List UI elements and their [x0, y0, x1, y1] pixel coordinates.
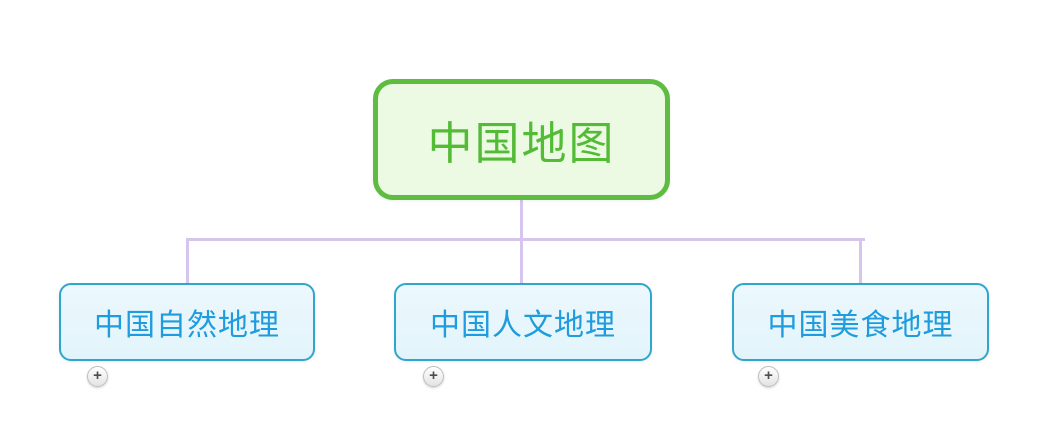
plus-icon: + — [429, 367, 438, 384]
connector-horizontal — [186, 238, 865, 241]
connector-drop-child-2 — [520, 238, 523, 284]
plus-icon: + — [93, 367, 102, 384]
expand-button-child-3[interactable]: + — [758, 366, 779, 387]
connector-drop-child-1 — [186, 238, 189, 284]
child-node-human-geography[interactable]: 中国人文地理 — [394, 283, 652, 361]
root-node-china-map[interactable]: 中国地图 — [373, 79, 670, 200]
child-node-label: 中国人文地理 — [430, 309, 616, 342]
connector-root-vertical — [520, 200, 523, 240]
plus-icon: + — [764, 367, 773, 384]
child-node-food-geography[interactable]: 中国美食地理 — [732, 283, 989, 361]
connector-drop-child-3 — [859, 238, 862, 284]
child-node-label: 中国自然地理 — [94, 309, 280, 342]
child-node-label: 中国美食地理 — [767, 309, 954, 342]
expand-button-child-1[interactable]: + — [87, 366, 108, 387]
child-node-natural-geography[interactable]: 中国自然地理 — [59, 283, 315, 361]
expand-button-child-2[interactable]: + — [423, 366, 444, 387]
root-node-label: 中国地图 — [427, 118, 616, 169]
